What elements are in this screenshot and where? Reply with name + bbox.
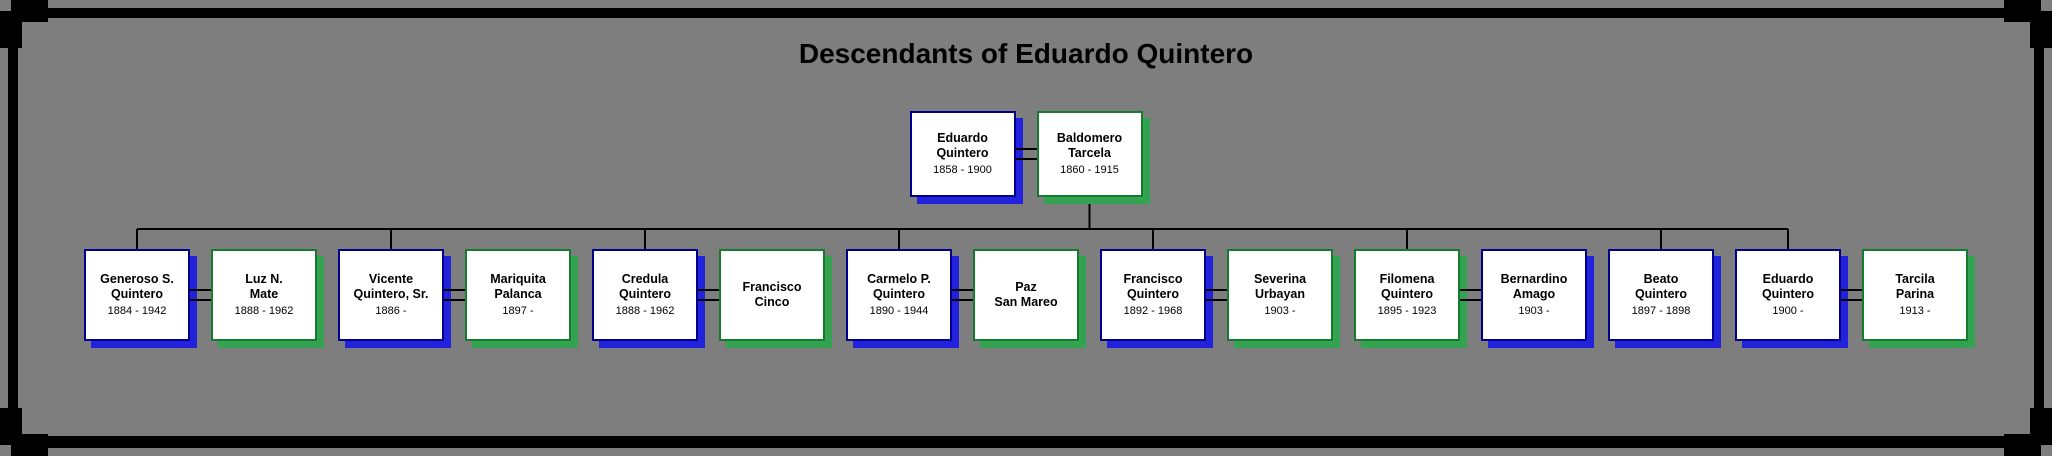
person-box-bernardino-amago[interactable]: Bernardino Amago 1903 - (1481, 249, 1587, 341)
marriage-connector (1206, 289, 1227, 301)
person-name: Baldomero Tarcela (1056, 131, 1123, 160)
person-box-carmelo-p-quintero[interactable]: Carmelo P. Quintero 1890 - 1944 (846, 249, 952, 341)
sibling-gap (825, 249, 846, 341)
person-box-filomena-quintero[interactable]: Filomena Quintero 1895 - 1923 (1354, 249, 1460, 341)
person-name: Paz San Mareo (994, 280, 1058, 309)
person-dates: 1913 - (1899, 305, 1931, 317)
person-dates: 1903 - (1518, 305, 1550, 317)
person-name: Luz N. Mate (245, 272, 283, 301)
person-box-severina-urbayan[interactable]: Severina Urbayan 1903 - (1227, 249, 1333, 341)
person-name: Severina Urbayan (1253, 272, 1307, 301)
children-row: Generoso S. Quintero 1884 - 1942 Luz N. Ma… (0, 249, 2052, 341)
frame-edge-bottom (36, 436, 2016, 448)
sibling-gap (1587, 249, 1608, 341)
chart-title: Descendants of Eduardo Quintero (798, 38, 1254, 69)
frame-corner-bottom-left (0, 408, 48, 456)
frame-corner-top-left (0, 0, 48, 48)
person-box-credula-quintero[interactable]: Credula Quintero 1888 - 1962 (592, 249, 698, 341)
marriage-connector (444, 289, 465, 301)
person-box-generoso-s-quintero[interactable]: Generoso S. Quintero 1884 - 1942 (84, 249, 190, 341)
person-name: Vicente Quintero, Sr. (353, 272, 429, 301)
root-couple-row: Eduardo Quintero 1858 - 1900 Baldomero Tar… (0, 111, 2052, 197)
person-dates: 1897 - 1898 (1631, 305, 1691, 317)
marriage-connector (1015, 148, 1037, 160)
person-dates: 1884 - 1942 (107, 305, 167, 317)
person-box-mariquita-palanca[interactable]: Mariquita Palanca 1897 - (465, 249, 571, 341)
frame-edge-right (2034, 36, 2044, 420)
person-name: Francisco Cinco (742, 280, 802, 309)
person-dates: 1860 - 1915 (1060, 164, 1119, 176)
sibling-gap (1714, 249, 1735, 341)
person-box-francisco-cinco[interactable]: Francisco Cinco (719, 249, 825, 341)
person-dates: 1888 - 1962 (615, 305, 675, 317)
person-name: Bernardino Amago (1500, 272, 1568, 301)
sibling-gap (1079, 249, 1100, 341)
person-box-eduardo-quintero[interactable]: Eduardo Quintero 1858 - 1900 (909, 111, 1016, 197)
frame-corner-bottom-right (2004, 408, 2052, 456)
person-dates: 1895 - 1923 (1377, 305, 1437, 317)
marriage-gap (1206, 249, 1227, 341)
person-name: Generoso S. Quintero (100, 272, 174, 301)
marriage-connector (1460, 289, 1481, 301)
person-dates: 1903 - (1264, 305, 1296, 317)
person-box-luz-n-mate[interactable]: Luz N. Mate 1888 - 1962 (211, 249, 317, 341)
marriage-connector (698, 289, 719, 301)
person-name: Eduardo Quintero (1761, 272, 1815, 301)
person-dates: 1900 - (1772, 305, 1804, 317)
frame-edge-left (8, 36, 18, 420)
frame-edge-top (36, 8, 2016, 18)
marriage-gap (698, 249, 719, 341)
person-box-tarcila-parina[interactable]: Tarcila Parina 1913 - (1862, 249, 1968, 341)
marriage-connector (952, 289, 973, 301)
marriage-gap (190, 249, 211, 341)
frame-corner-top-right (2004, 0, 2052, 48)
person-box-vicente-quintero-sr[interactable]: Vicente Quintero, Sr. 1886 - (338, 249, 444, 341)
person-dates: 1890 - 1944 (869, 305, 929, 317)
person-box-beato-quintero[interactable]: Beato Quintero 1897 - 1898 (1608, 249, 1714, 341)
person-dates: 1897 - (502, 305, 534, 317)
person-box-eduardo-quintero[interactable]: Eduardo Quintero 1900 - (1735, 249, 1841, 341)
person-box-paz-san-mareo[interactable]: Paz San Mareo (973, 249, 1079, 341)
sibling-gap (317, 249, 338, 341)
marriage-gap (1841, 249, 1862, 341)
marriage-gap (1460, 249, 1481, 341)
person-box-baldomero-tarcela[interactable]: Baldomero Tarcela 1860 - 1915 (1036, 111, 1143, 197)
marriage-connector (1841, 289, 1862, 301)
sibling-gap (1333, 249, 1354, 341)
marriage-connector (190, 289, 211, 301)
marriage-gap (1015, 111, 1037, 197)
person-dates: 1858 - 1900 (933, 164, 992, 176)
person-box-francisco-quintero[interactable]: Francisco Quintero 1892 - 1968 (1100, 249, 1206, 341)
person-name: Mariquita Palanca (490, 272, 546, 301)
marriage-gap (444, 249, 465, 341)
person-name: Eduardo Quintero (936, 131, 989, 160)
person-name: Beato Quintero (1634, 272, 1688, 301)
person-name: Francisco Quintero (1123, 272, 1183, 301)
person-dates: 1888 - 1962 (234, 305, 294, 317)
person-name: Filomena Quintero (1379, 272, 1435, 301)
sibling-gap (571, 249, 592, 341)
marriage-gap (952, 249, 973, 341)
person-name: Credula Quintero (618, 272, 672, 301)
person-dates: 1886 - (375, 305, 407, 317)
person-name: Carmelo P. Quintero (867, 272, 931, 301)
person-dates: 1892 - 1968 (1123, 305, 1183, 317)
person-name: Tarcila Parina (1895, 272, 1935, 301)
